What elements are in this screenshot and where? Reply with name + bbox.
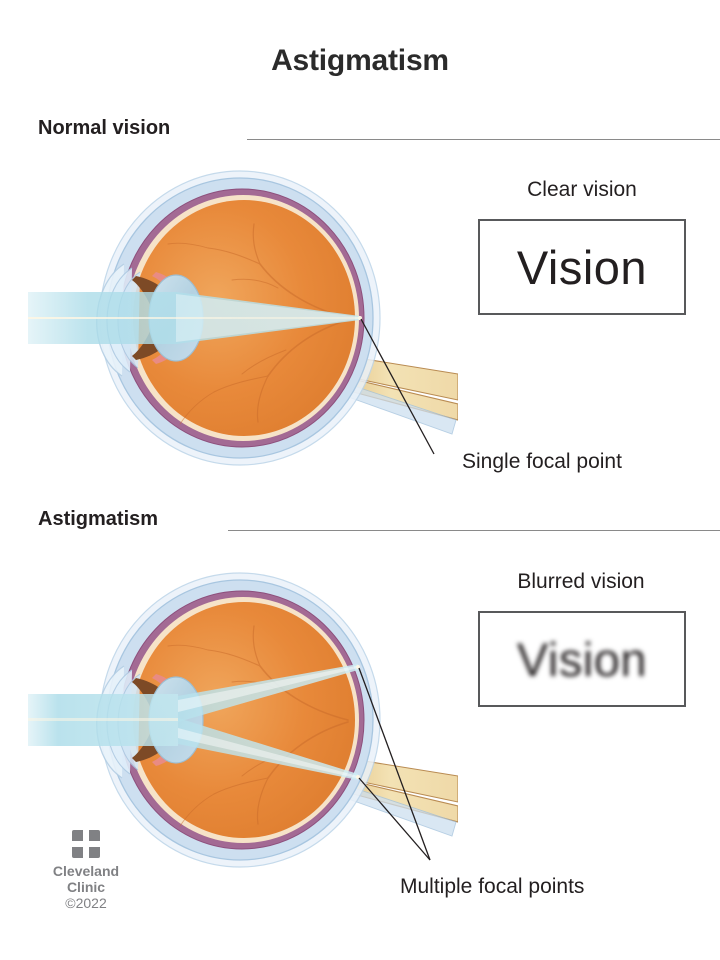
leader-line-lower-focal-point [358, 777, 431, 861]
eye-diagram-astigmatism [28, 560, 459, 880]
cleveland-clinic-squares-icon [72, 830, 100, 858]
leader-line-upper-focal-point [358, 667, 431, 861]
vision-word-clear: Vision [516, 240, 648, 294]
eye-diagram-normal [28, 168, 459, 468]
vision-caption-clear: Clear vision [527, 178, 637, 201]
section-rule-astigmatism [228, 530, 720, 531]
vision-box-clear: Vision [478, 219, 686, 315]
vision-caption-blurred: Blurred vision [517, 570, 645, 593]
logo-line-1: Cleveland [52, 863, 120, 879]
section-label-astigmatism: Astigmatism [38, 508, 159, 530]
focal-label-single: Single focal point [462, 450, 622, 473]
light-rays-normal [28, 292, 360, 344]
logo-copyright: ©2022 [65, 895, 107, 912]
section-rule-normal [247, 139, 720, 140]
cleveland-clinic-logo: Cleveland Clinic ©2022 [38, 830, 134, 912]
light-rays-astigmatism [28, 664, 358, 780]
section-label-normal-vision: Normal vision [38, 117, 171, 139]
leader-line-single-focal-point [360, 318, 435, 455]
vision-word-blurred: Vision [516, 632, 648, 686]
vision-box-blurred: Vision [478, 611, 686, 707]
focal-label-multiple: Multiple focal points [400, 875, 585, 898]
logo-line-2: Clinic [66, 878, 106, 895]
page-title: Astigmatism [271, 44, 449, 77]
